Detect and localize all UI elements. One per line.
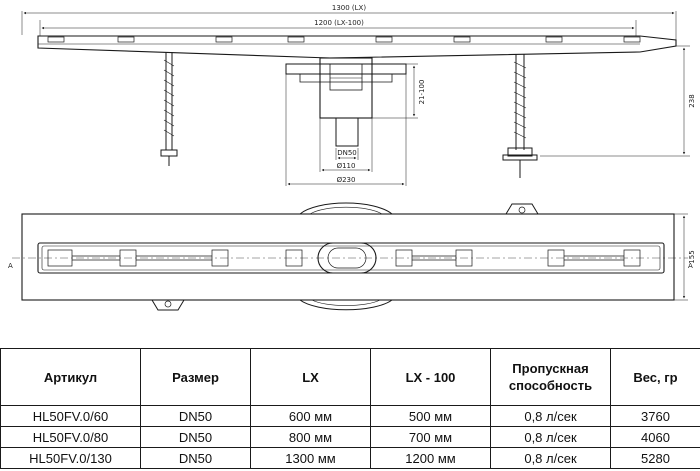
table-row: HL50FV.0/80 DN50 800 мм 700 мм 0,8 л/сек… [0,426,700,448]
spec-table: Артикул Размер LX LX - 100 Пропускная сп… [0,348,700,469]
dim-overall-length: 1300 (LX) [332,4,366,12]
header-size: Размер [140,348,251,406]
cell-weight: 5280 [610,447,700,469]
dim-width: 155 [688,250,696,263]
cell-lx-100: 700 мм [370,426,491,448]
cell-weight: 3760 [610,405,700,427]
dim-outlet-dn: DN50 [337,149,357,157]
dim-height-range: 21-100 [418,80,426,105]
dim-height-total: 238 [688,94,696,107]
cell-capacity: 0,8 л/сек [490,426,611,448]
cell-size: DN50 [140,405,251,427]
dim-inner-length: 1200 (LX-100) [314,19,364,27]
cell-article: HL50FV.0/130 [0,447,141,469]
header-article: Артикул [0,348,141,406]
top-view [12,202,688,311]
cell-article: HL50FV.0/60 [0,405,141,427]
section-label-right: A [688,262,693,270]
technical-drawing: 1300 (LX) 1200 (LX-100) 21-100 238 DN50 … [8,4,696,311]
table-row: HL50FV.0/130 DN50 1300 мм 1200 мм 0,8 л/… [0,447,700,469]
side-view [21,11,690,186]
cell-lx: 600 мм [250,405,371,427]
cell-size: DN50 [140,447,251,469]
cell-weight: 4060 [610,426,700,448]
header-capacity: Пропускная способность [490,348,611,406]
cell-lx-100: 500 мм [370,405,491,427]
dim-outlet-diameter: Ø110 [337,162,356,170]
dim-flange-diameter: Ø230 [337,176,356,184]
header-lx-100: LX - 100 [370,348,491,406]
header-lx: LX [250,348,371,406]
cell-lx: 800 мм [250,426,371,448]
cell-article: HL50FV.0/80 [0,426,141,448]
cell-capacity: 0,8 л/сек [490,447,611,469]
cell-size: DN50 [140,426,251,448]
header-weight: Вес, гр [610,348,700,406]
section-label-left: A [8,262,13,270]
cell-lx: 1300 мм [250,447,371,469]
cell-lx-100: 1200 мм [370,447,491,469]
table-row: HL50FV.0/60 DN50 600 мм 500 мм 0,8 л/сек… [0,405,700,427]
cell-capacity: 0,8 л/сек [490,405,611,427]
table-header-row: Артикул Размер LX LX - 100 Пропускная сп… [0,348,700,406]
